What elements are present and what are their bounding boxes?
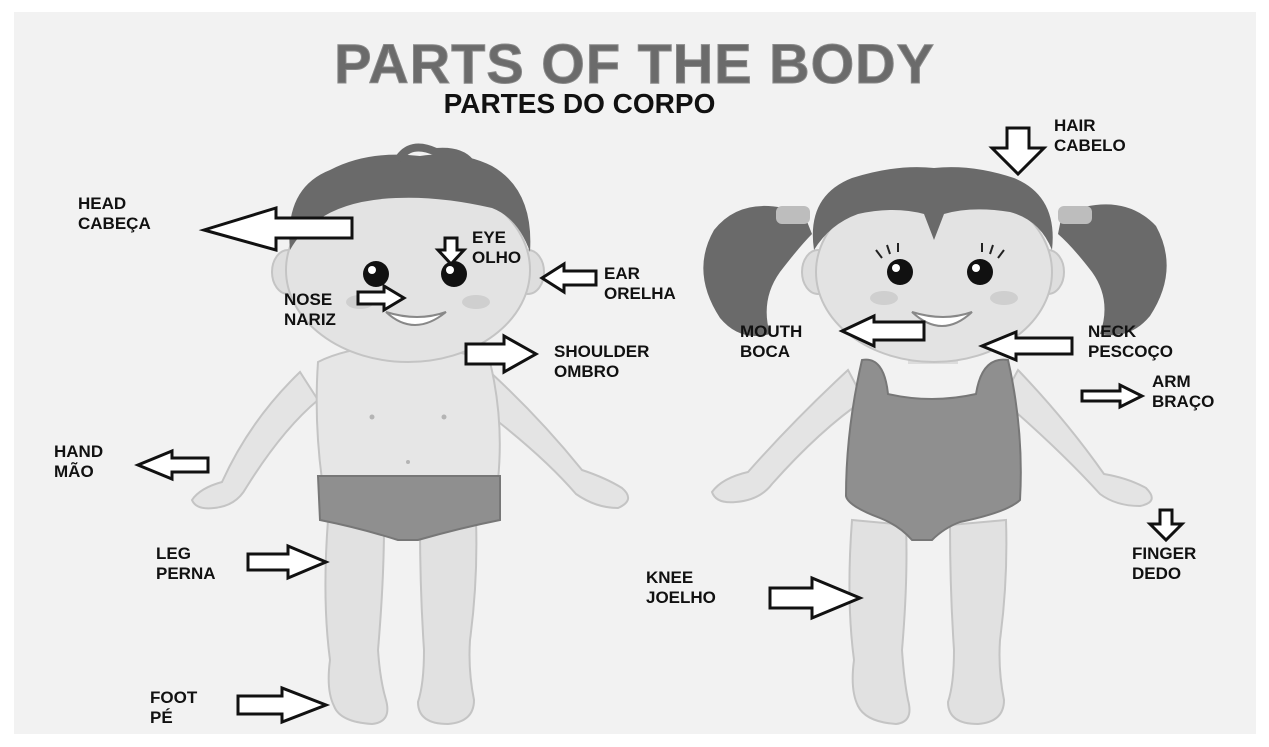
label-shoulder: SHOULDER OMBRO	[554, 342, 649, 382]
label-head: HEAD CABEÇA	[78, 194, 151, 234]
label-knee: KNEE JOELHO	[646, 568, 716, 608]
label-hand: HAND MÃO	[54, 442, 103, 482]
page-title: PARTS OF THE BODY	[0, 36, 1269, 92]
label-hair: HAIR CABELO	[1054, 116, 1126, 156]
label-arm: ARM BRAÇO	[1152, 372, 1214, 412]
arrow-arm	[1082, 385, 1142, 407]
label-eye: EYE OLHO	[472, 228, 521, 268]
arrow-finger	[1150, 510, 1182, 540]
arrow-knee	[770, 578, 860, 618]
label-neck: NECK PESCOÇO	[1088, 322, 1173, 362]
arrow-ear	[542, 264, 596, 292]
label-nose: NOSE NARIZ	[284, 290, 336, 330]
page-subtitle: PARTES DO CORPO	[0, 90, 1214, 118]
arrow-leg	[248, 546, 326, 578]
label-mouth: MOUTH BOCA	[740, 322, 802, 362]
arrow-hair	[992, 128, 1044, 174]
arrow-hand	[138, 451, 208, 479]
label-leg: LEG PERNA	[156, 544, 216, 584]
label-ear: EAR ORELHA	[604, 264, 676, 304]
girl-figure	[703, 167, 1166, 724]
label-finger: FINGER DEDO	[1132, 544, 1196, 584]
label-foot: FOOT PÉ	[150, 688, 197, 728]
arrow-foot	[238, 688, 326, 722]
